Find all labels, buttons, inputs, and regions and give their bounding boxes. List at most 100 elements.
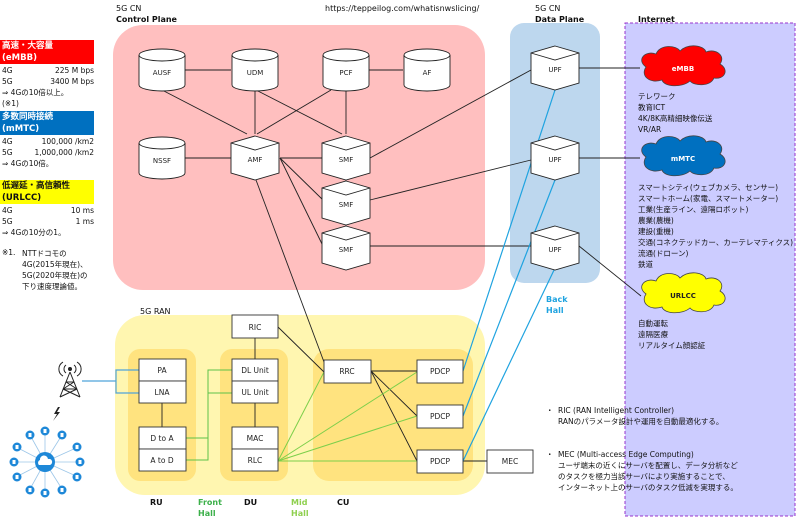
source-url[interactable]: https://teppeilog.com/whatisnwslicing/: [325, 4, 480, 13]
smf-node-2[interactable]: SMF: [321, 180, 371, 226]
upf-node-1-label: UPF: [548, 66, 561, 74]
mec-note: ・ MEC (Multi-access Edge Computing) ユーザ端…: [546, 450, 738, 492]
d-to-a-label: D to A: [150, 434, 174, 443]
ausf-node-label: AUSF: [153, 69, 171, 77]
embb-title: 高速・大容量: [2, 41, 54, 51]
control-plane-heading-2: Control Plane: [116, 15, 177, 24]
pdcp-label-1: PDCP: [430, 367, 451, 376]
urllc-summary: ⇒ 4Gの10分の1。: [2, 228, 66, 237]
bullet: ・: [546, 450, 554, 459]
backhaul-links: [462, 89, 556, 462]
mmtc-cloud: [641, 135, 726, 177]
ausf-node[interactable]: AUSF: [138, 48, 186, 92]
urllc-cloud-label: URLCC: [670, 292, 696, 300]
mac-label: MAC: [247, 434, 264, 443]
mmtc-title: 多数同時接続: [2, 112, 54, 122]
pdcp-box-1[interactable]: [416, 359, 464, 384]
footnote-text: NTTドコモの 4G(2015年現在)、 5G(2020年現在)の 下り速度理論…: [22, 249, 88, 291]
embb-subtitle: (eMBB): [2, 53, 37, 63]
upf-node-2[interactable]: UPF: [530, 135, 580, 181]
ran-boxes: [138, 314, 534, 474]
footnote-mark: ※1.: [2, 248, 16, 257]
af-node-label: AF: [423, 69, 432, 77]
data-plane-heading-2: Data Plane: [535, 15, 585, 24]
midhaul-links: [277, 371, 418, 462]
ul-unit-box[interactable]: [231, 380, 279, 404]
upf-node-3[interactable]: UPF: [530, 225, 580, 271]
upf-node-1[interactable]: UPF: [530, 45, 580, 91]
upf-node-3-label: UPF: [548, 246, 561, 254]
ric-note-title: RIC (RAN Intelligent Controller): [558, 406, 675, 415]
cu-label: CU: [337, 498, 350, 507]
upf-node-2-label: UPF: [548, 156, 561, 164]
nssf-node-label: NSSF: [153, 157, 171, 165]
smf-node-3[interactable]: SMF: [321, 225, 371, 271]
udm-node-label: UDM: [247, 69, 264, 77]
ran-heading: 5G RAN: [140, 307, 171, 316]
embb-cloud: [641, 45, 726, 87]
pcf-node[interactable]: PCF: [322, 48, 370, 92]
ru-label: RU: [150, 498, 163, 507]
ric-note: ・ RIC (RAN Intelligent Controller) RANのパ…: [546, 405, 723, 427]
backhaul-label: Back Hall: [546, 295, 568, 315]
pdcp-label-2: PDCP: [430, 412, 451, 421]
midhaul-label: Mid Hall: [291, 498, 309, 518]
smf-node-1-label: SMF: [339, 156, 354, 164]
pdcp-label-3: PDCP: [430, 457, 451, 466]
lna-box[interactable]: [138, 380, 187, 404]
pdcp-box-3[interactable]: [416, 449, 464, 474]
rrc-label: RRC: [339, 367, 354, 376]
amf-node[interactable]: AMF: [230, 135, 280, 181]
amf-node-label: AMF: [248, 156, 263, 164]
nssf-node[interactable]: NSSF: [138, 136, 186, 180]
urllc-use-list: 自動運転 遠隔医療 リアルタイム顔認証: [638, 319, 706, 350]
mec-label: MEC: [502, 457, 518, 466]
urllc-subtitle: (URLCC): [2, 193, 42, 203]
lna-label: LNA: [155, 388, 171, 397]
iot-devices-icon: [9, 426, 85, 498]
internet-region: [624, 22, 796, 517]
fronthaul-label: Front Hall: [198, 498, 222, 518]
pdcp-box-2[interactable]: [416, 404, 464, 429]
antenna-link: [82, 369, 139, 394]
af-node[interactable]: AF: [403, 48, 451, 92]
a-to-d-box[interactable]: [138, 448, 187, 472]
smf-node-2-label: SMF: [339, 201, 354, 209]
internet-heading: Internet: [638, 15, 675, 24]
mmtc-use-list: スマートシティ(ウェブカメラ、センサー) スマートホーム(家電、スマートメーター…: [638, 183, 794, 269]
ric-box[interactable]: [231, 314, 279, 339]
mmtc-header: 多数同時接続 (mMTC): [0, 111, 94, 135]
mec-note-title: MEC (Multi-access Edge Computing): [558, 450, 694, 459]
embb-header: 高速・大容量 (eMBB): [0, 40, 94, 64]
control-plane-heading-1: 5G CN: [116, 4, 142, 13]
urllc-header: 低遅延・高信頼性 (URLCC): [0, 180, 94, 204]
fronthaul-links: [186, 369, 232, 461]
data-plane-heading-1: 5G CN: [535, 4, 561, 13]
udm-node[interactable]: UDM: [231, 48, 279, 92]
pcf-node-label: PCF: [339, 69, 352, 77]
urllc-cloud: [641, 272, 726, 314]
bullet: ・: [546, 406, 554, 415]
embb-note-ref: (※1): [2, 99, 19, 108]
embb-summary: ⇒ 4Gの10倍以上。: [2, 88, 69, 97]
mec-box[interactable]: [486, 449, 534, 474]
mmtc-subtitle: (mMTC): [2, 124, 40, 134]
rrc-box[interactable]: [323, 359, 372, 384]
control-plane-region: [113, 25, 485, 290]
mmtc-summary: ⇒ 4Gの10倍。: [2, 159, 54, 168]
smf-node-1[interactable]: SMF: [321, 135, 371, 181]
embb-use-list: テレワーク 教育ICT 4K/8K高精細映像伝送 VR/AR: [638, 92, 713, 134]
urllc-title: 低遅延・高信頼性: [2, 181, 71, 191]
rlc-box[interactable]: [231, 448, 279, 472]
antenna-tower-icon: [58, 361, 82, 398]
ul-unit-label: UL Unit: [241, 388, 268, 397]
du-label: DU: [244, 498, 258, 507]
